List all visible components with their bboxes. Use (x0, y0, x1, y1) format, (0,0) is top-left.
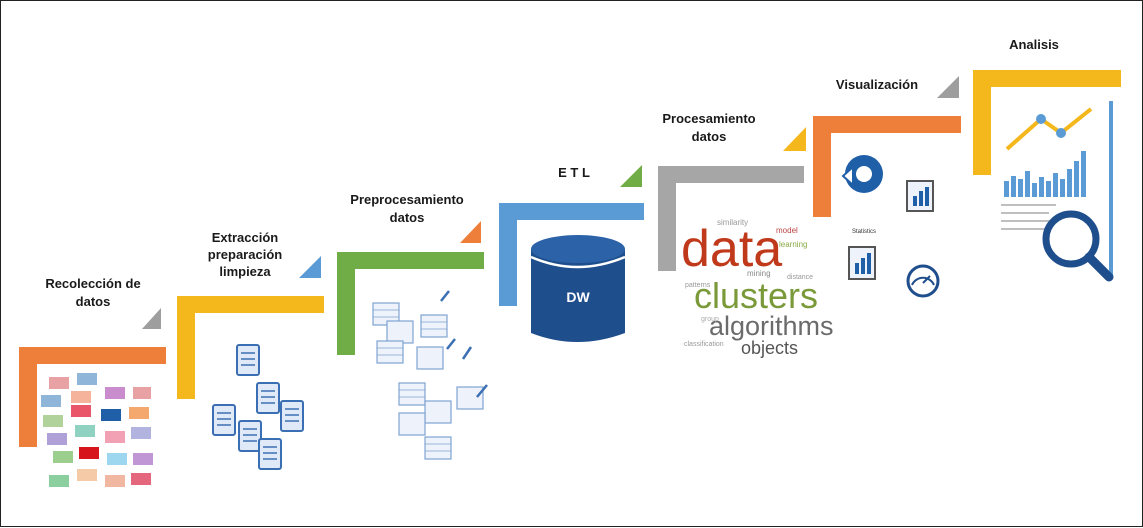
step-bracket (337, 252, 484, 355)
bar-chart-icon (848, 246, 876, 280)
gauge-icon (906, 264, 940, 298)
wordcloud-word: algorithms (709, 311, 834, 341)
word-cloud-image: data clusters algorithms objects similar… (681, 218, 834, 358)
wordcloud-word: objects (741, 338, 798, 358)
step-label: limpieza (219, 264, 271, 279)
step-label: Preprocesamiento (350, 192, 463, 207)
step-label: preparación (208, 247, 282, 262)
step-arrow-triangle (937, 76, 959, 98)
magnifier-icon (1042, 210, 1114, 282)
step-label: Procesamiento (662, 111, 755, 126)
step-bracket (973, 70, 1121, 175)
step-preprocesamiento: Preprocesamiento datos (337, 192, 488, 460)
documents-icon (212, 344, 304, 470)
wordcloud-word: classification (684, 341, 724, 348)
step-arrow-triangle (783, 127, 806, 151)
wordcloud-word: clusters (694, 275, 818, 316)
pencil-icons (440, 290, 488, 398)
step-arrow-triangle (620, 165, 642, 187)
step-label: Extracción (212, 230, 279, 245)
step-label: datos (692, 129, 727, 144)
step-label: datos (390, 210, 425, 225)
spreadsheets-icon (372, 302, 484, 460)
wordcloud-word: model (776, 226, 798, 235)
wordcloud-word: data (681, 220, 782, 278)
step-bracket (658, 166, 804, 271)
documents-lines (217, 352, 299, 460)
step-label: Recolección de (45, 276, 140, 291)
trend-line-icon (1005, 107, 1093, 151)
step-label: Analisis (1009, 37, 1059, 52)
wordcloud-word: learning (779, 240, 807, 249)
step-procesamiento: Procesamiento datos data clusters algori… (658, 111, 834, 358)
database-icon: DW (530, 235, 626, 342)
step-extraccion: Extracción preparación limpieza (177, 230, 324, 470)
step-analisis: Analisis (973, 37, 1121, 282)
step-bracket (177, 296, 324, 399)
step-etl: E T L DW (499, 165, 644, 342)
database-label: DW (566, 289, 590, 305)
bar-chart-icon (906, 180, 934, 212)
step-label: datos (76, 294, 111, 309)
step-visualizacion: Visualización Statistics (813, 76, 961, 298)
wordcloud-word: patterns (685, 282, 711, 289)
step-bracket (19, 347, 166, 447)
wordcloud-word: mining (747, 269, 771, 278)
step-bracket (813, 116, 961, 217)
text-lines (1001, 204, 1056, 230)
step-arrow-triangle (299, 256, 321, 278)
sticky-notes-icon (41, 373, 153, 487)
step-arrow-triangle (460, 221, 481, 243)
step-label: E T L (558, 165, 590, 180)
wordcloud-word: similarity (717, 218, 748, 227)
step-arrow-triangle (142, 308, 161, 329)
wordcloud-word: group (701, 316, 719, 323)
step-recoleccion: Recolección de datos (19, 276, 166, 487)
dashboard-icons: Statistics (841, 155, 940, 298)
wordcloud-word: distance (787, 274, 813, 281)
step-label: Visualización (836, 77, 918, 92)
spreadsheet-gridlines (373, 309, 451, 452)
statistics-caption: Statistics (852, 229, 876, 235)
analytics-icon (1001, 101, 1114, 282)
step-bracket (499, 203, 644, 306)
